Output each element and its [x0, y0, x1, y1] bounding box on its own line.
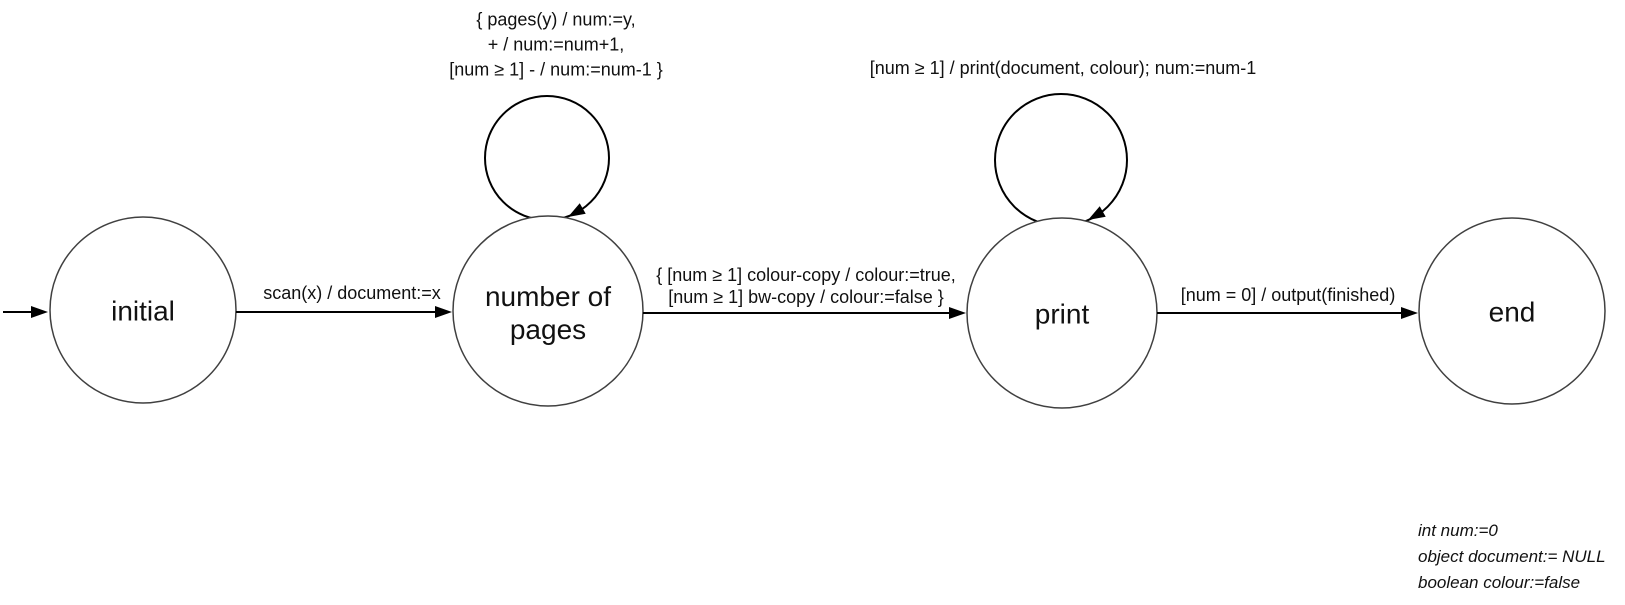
initial-state-label: initial	[111, 295, 175, 327]
output-transition-label: [num = 0] / output(finished)	[1180, 285, 1396, 305]
pages-self-loop-label-line1: { pages(y) / num:=y,	[476, 9, 636, 30]
end-state-circle	[1418, 217, 1606, 405]
print-self-loop-arrowhead	[1088, 206, 1106, 220]
variable-declarations: int num:=0 object document:= NULL boolea…	[1418, 518, 1606, 596]
pages-state-label-line1: number of	[484, 281, 612, 312]
pages-state-circle	[452, 215, 644, 407]
declaration-boolean-colour: boolean colour:=false	[1418, 573, 1581, 592]
copy-arrowhead	[949, 307, 966, 319]
copy-transition-label-line1: { [num ≥ 1] colour-copy / colour:=true,	[656, 265, 956, 285]
pages-state-label: number of pages	[485, 280, 611, 346]
end-state-label: end	[1488, 296, 1536, 328]
pages-self-loop-label-line2: + / num:=num+1,	[487, 34, 625, 55]
copy-transition-label-line2: [num ≥ 1] bw-copy / colour:=false }	[668, 287, 944, 307]
initial-state-circle	[49, 216, 237, 404]
scan-transition-label: scan(x) / document:=x	[263, 283, 441, 303]
pages-state-label-line2: pages	[509, 314, 587, 345]
output-arrowhead	[1401, 307, 1418, 319]
print-state-label: print	[1034, 298, 1090, 330]
scan-arrowhead	[435, 306, 452, 318]
print-self-loop	[994, 93, 1128, 227]
pages-self-loop-label-line3: [num ≥ 1] - / num:=num-1 }	[449, 59, 663, 80]
pages-self-loop	[484, 95, 610, 221]
pages-self-loop-arrowhead	[568, 203, 586, 217]
declaration-object-document: object document:= NULL	[1418, 547, 1606, 566]
print-self-loop-label: [num ≥ 1] / print(document, colour); num…	[869, 58, 1257, 78]
entry-arrowhead	[31, 306, 48, 318]
declaration-int-num: int num:=0	[1418, 521, 1498, 540]
pages-self-loop-label: { pages(y) / num:=y, + / num:=num+1, [nu…	[449, 8, 662, 83]
copy-transition-label: { [num ≥ 1] colour-copy / colour:=true, …	[656, 264, 956, 308]
